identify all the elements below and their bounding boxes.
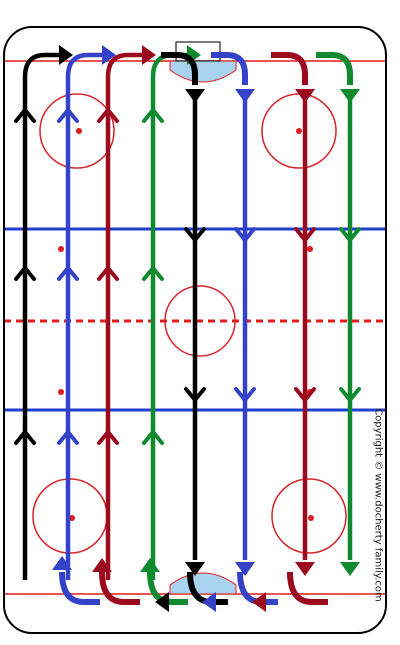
down-lane-chevron — [184, 387, 206, 402]
up-lane-line — [65, 52, 102, 580]
center-faceoff-circle — [164, 285, 236, 357]
faceoff-dot — [76, 128, 82, 134]
down-lane-chevron — [294, 227, 316, 242]
bottom-hook-arrowhead — [92, 558, 112, 572]
bottom-hook-line — [59, 571, 100, 605]
bottom-hook-arrowhead — [140, 558, 160, 572]
up-lane-chevron — [97, 266, 119, 281]
down-lane-top-hook — [211, 52, 248, 85]
down-lane-chevron — [339, 387, 361, 402]
bottom-hook-line — [287, 571, 328, 605]
down-lane-chevron — [234, 387, 256, 402]
copyright-notice: Copyright © www.docherty family.com — [372, 408, 384, 602]
up-lane-top-arrowhead — [142, 45, 156, 65]
up-lane-chevron — [57, 430, 79, 445]
faceoff-circle-bottom-right — [271, 478, 347, 554]
up-lane-chevron — [97, 108, 119, 123]
down-lane-top-hook — [161, 52, 198, 85]
top-goal-net — [175, 41, 221, 62]
bottom-hook-arrowhead — [202, 592, 216, 612]
bottom-hook-line — [99, 571, 140, 605]
up-lane-chevron — [14, 266, 36, 281]
bottom-goal-crease — [169, 572, 237, 595]
drill-arrows — [14, 45, 361, 612]
down-lane-bottom-arrowhead — [185, 562, 205, 576]
neutral-zone-dot — [58, 246, 64, 252]
up-lane-chevron — [97, 430, 119, 445]
down-lane-top-hook — [316, 52, 353, 85]
bottom-hook-arrowhead — [155, 592, 169, 612]
down-lane-chevron — [234, 227, 256, 242]
faceoff-dot — [69, 515, 75, 521]
up-lane-chevron — [14, 430, 36, 445]
up-lane-chevron — [57, 108, 79, 123]
neutral-zone-dot — [58, 389, 64, 395]
faceoff-dot — [296, 128, 302, 134]
top-goal-crease — [169, 60, 237, 83]
down-lane-chevron — [294, 387, 316, 402]
up-lane-chevron — [142, 430, 164, 445]
up-lane-chevron — [142, 266, 164, 281]
down-lane-bottom-arrowhead — [235, 562, 255, 576]
up-lane-chevron — [142, 108, 164, 123]
bottom-hook-arrowhead — [52, 556, 72, 570]
up-lane-line — [22, 52, 59, 580]
bottom-hook-line — [147, 571, 188, 605]
down-lane-top-hook — [271, 52, 308, 85]
down-lane-bottom-arrowhead — [295, 562, 315, 576]
down-lane-bottom-arrowhead — [340, 562, 360, 576]
up-lane-line — [105, 52, 142, 580]
up-lane-top-arrowhead — [59, 45, 73, 65]
up-lane-top-arrowhead — [102, 45, 116, 65]
up-lane-chevron — [14, 108, 36, 123]
up-lane-chevron — [57, 266, 79, 281]
faceoff-circle-top-left — [39, 93, 115, 169]
down-lane-chevron — [339, 227, 361, 242]
bottom-hook-arrowhead — [252, 592, 266, 612]
faceoff-dot — [308, 515, 314, 521]
neutral-zone-dot — [307, 246, 313, 252]
down-lane-chevron — [184, 227, 206, 242]
rink-boards — [3, 26, 387, 634]
